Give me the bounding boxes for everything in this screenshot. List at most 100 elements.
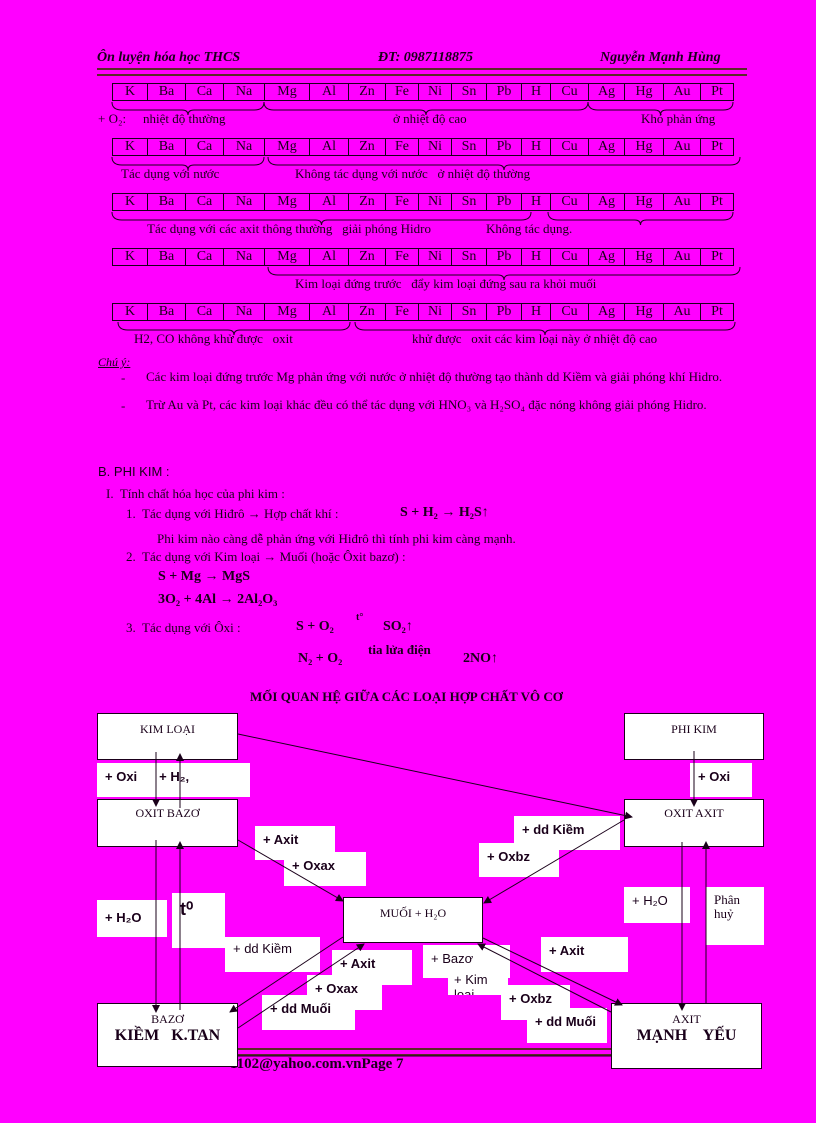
element-cell: Sn <box>452 139 487 155</box>
element-cell: Ag <box>589 139 625 155</box>
element-cell: H <box>522 249 551 265</box>
element-cell: Ca <box>186 249 224 265</box>
curly-brace <box>111 101 265 116</box>
element-cell: Ca <box>186 84 224 100</box>
row2-label-2: Không tác dụng với nước ở nhiệt độ thườn… <box>295 166 531 181</box>
element-cell: Sn <box>452 249 487 265</box>
element-cell: Hg <box>625 249 664 265</box>
arrow-oxitbazo-muoi <box>237 839 344 902</box>
section-title: B. PHI KIM : <box>98 464 170 479</box>
label-oxi-1: + Oxi+ H₂, <box>97 763 250 797</box>
property-1-note: Phi kim nào càng dễ phản ứng với Hiđrô t… <box>157 531 516 546</box>
element-cell: K <box>113 139 148 155</box>
element-cell: Hg <box>625 84 664 100</box>
note-2: Trừ Au và Pt, các kim loại khác đều có t… <box>146 397 707 412</box>
element-cell: H <box>522 84 551 100</box>
element-cell: Fe <box>386 194 419 210</box>
label-oxax-1: + Oxax <box>284 852 366 886</box>
row1-label-2: ở nhiệt độ cao <box>393 111 467 126</box>
equation-3b-condition: tia lửa điện <box>368 642 431 657</box>
header-author: Nguyễn Mạnh Hùng <box>600 50 721 65</box>
element-cell: Hg <box>625 304 664 320</box>
element-cell: Na <box>224 84 265 100</box>
element-cell: Pb <box>487 194 522 210</box>
curly-brace <box>263 101 589 116</box>
element-cell: Mg <box>265 304 310 320</box>
row3-label-2: Không tác dụng. <box>486 221 573 236</box>
label-ddmuoi-2: + dd Muối <box>527 1008 607 1043</box>
equation-1: S + H₂ → H₂S↑ <box>400 505 489 520</box>
equation-2b: 3O₂ + 4Al → 2Al₂O₃ <box>158 592 278 607</box>
element-cell: Fe <box>386 139 419 155</box>
element-cell: Na <box>224 194 265 210</box>
element-cell: Ba <box>148 139 186 155</box>
element-cell: Cu <box>551 139 589 155</box>
footer-text: 1102@yahoo.com.vnPage 7 <box>230 1056 404 1072</box>
element-cell: Sn <box>452 84 487 100</box>
element-cell: Al <box>310 194 349 210</box>
o2-prefix: + O₂: <box>98 111 127 126</box>
header-left: Ôn luyện hóa học THCS <box>97 50 241 65</box>
row5-label-2: khử được oxit các kim loại này ở nhiệt đ… <box>412 331 658 346</box>
element-cell: H <box>522 304 551 320</box>
element-cell: Ca <box>186 194 224 210</box>
element-cell: Cu <box>551 304 589 320</box>
element-cell: Ba <box>148 194 186 210</box>
element-cell: Pt <box>711 84 723 99</box>
label-axit-3: + Axit <box>541 937 628 972</box>
row1-label-3: Khó phản ứng <box>641 111 716 126</box>
element-cell: Ni <box>419 194 452 210</box>
box-muoi: MUỐI + H₂O <box>343 897 483 943</box>
arrow-bazo-muoi <box>237 943 365 1029</box>
label-h2o-2: + H₂O <box>624 887 690 923</box>
element-cell: Au <box>664 194 701 210</box>
element-cell: Cu <box>551 84 589 100</box>
row3-label-1: Tác dụng với các axit thông thường giải … <box>147 221 431 236</box>
element-cell: Ni <box>419 84 452 100</box>
equation-3a-condition: t° <box>356 612 364 623</box>
element-cell: Na <box>224 304 265 320</box>
element-cell: Ba <box>148 249 186 265</box>
element-cell: Al <box>310 304 349 320</box>
element-cell: Mg <box>265 84 310 100</box>
element-cell: Pt <box>711 249 723 264</box>
label-ddmuoi-1: + dd Muối <box>262 995 355 1030</box>
element-cell: Ni <box>419 304 452 320</box>
equation-3a-left: S + O₂ <box>296 619 334 634</box>
curly-brace <box>117 321 351 336</box>
element-cell: Ag <box>589 194 625 210</box>
row5-label-1: H2, CO không khử được oxit <box>134 331 293 346</box>
label-ddkiem-2: + dd Kiềm <box>225 937 320 972</box>
arrow-muoi-bazo <box>229 936 344 1013</box>
element-cell: Na <box>224 249 265 265</box>
equation-3b-left: N₂ + O₂ <box>298 651 343 666</box>
element-cell: Pb <box>487 249 522 265</box>
element-cell: Ni <box>419 249 452 265</box>
element-cell: Al <box>310 84 349 100</box>
notes-title: Chú ý: <box>98 355 131 369</box>
element-cell: Pb <box>487 84 522 100</box>
element-cell: K <box>113 304 148 320</box>
element-cell: Hg <box>625 139 664 155</box>
element-cell: Ag <box>589 304 625 320</box>
element-cell: Na <box>224 139 265 155</box>
element-cell: Mg <box>265 139 310 155</box>
section-subtitle: I. Tính chất hóa học của phi kim : <box>106 486 285 501</box>
curly-brace <box>111 211 532 226</box>
element-cell: Fe <box>386 249 419 265</box>
label-kimloai: + Kim loại <box>448 970 508 995</box>
element-cell: Pb <box>487 304 522 320</box>
curly-brace <box>267 266 741 281</box>
element-cell: Fe <box>386 84 419 100</box>
label-phanhuy: Phân huỷ <box>706 887 764 945</box>
curly-brace <box>354 321 736 336</box>
equation-3b-right: 2NO↑ <box>463 651 498 666</box>
element-cell: K <box>113 194 148 210</box>
label-oxbz-1: + Oxbz <box>479 843 559 877</box>
element-cell: Ca <box>186 139 224 155</box>
